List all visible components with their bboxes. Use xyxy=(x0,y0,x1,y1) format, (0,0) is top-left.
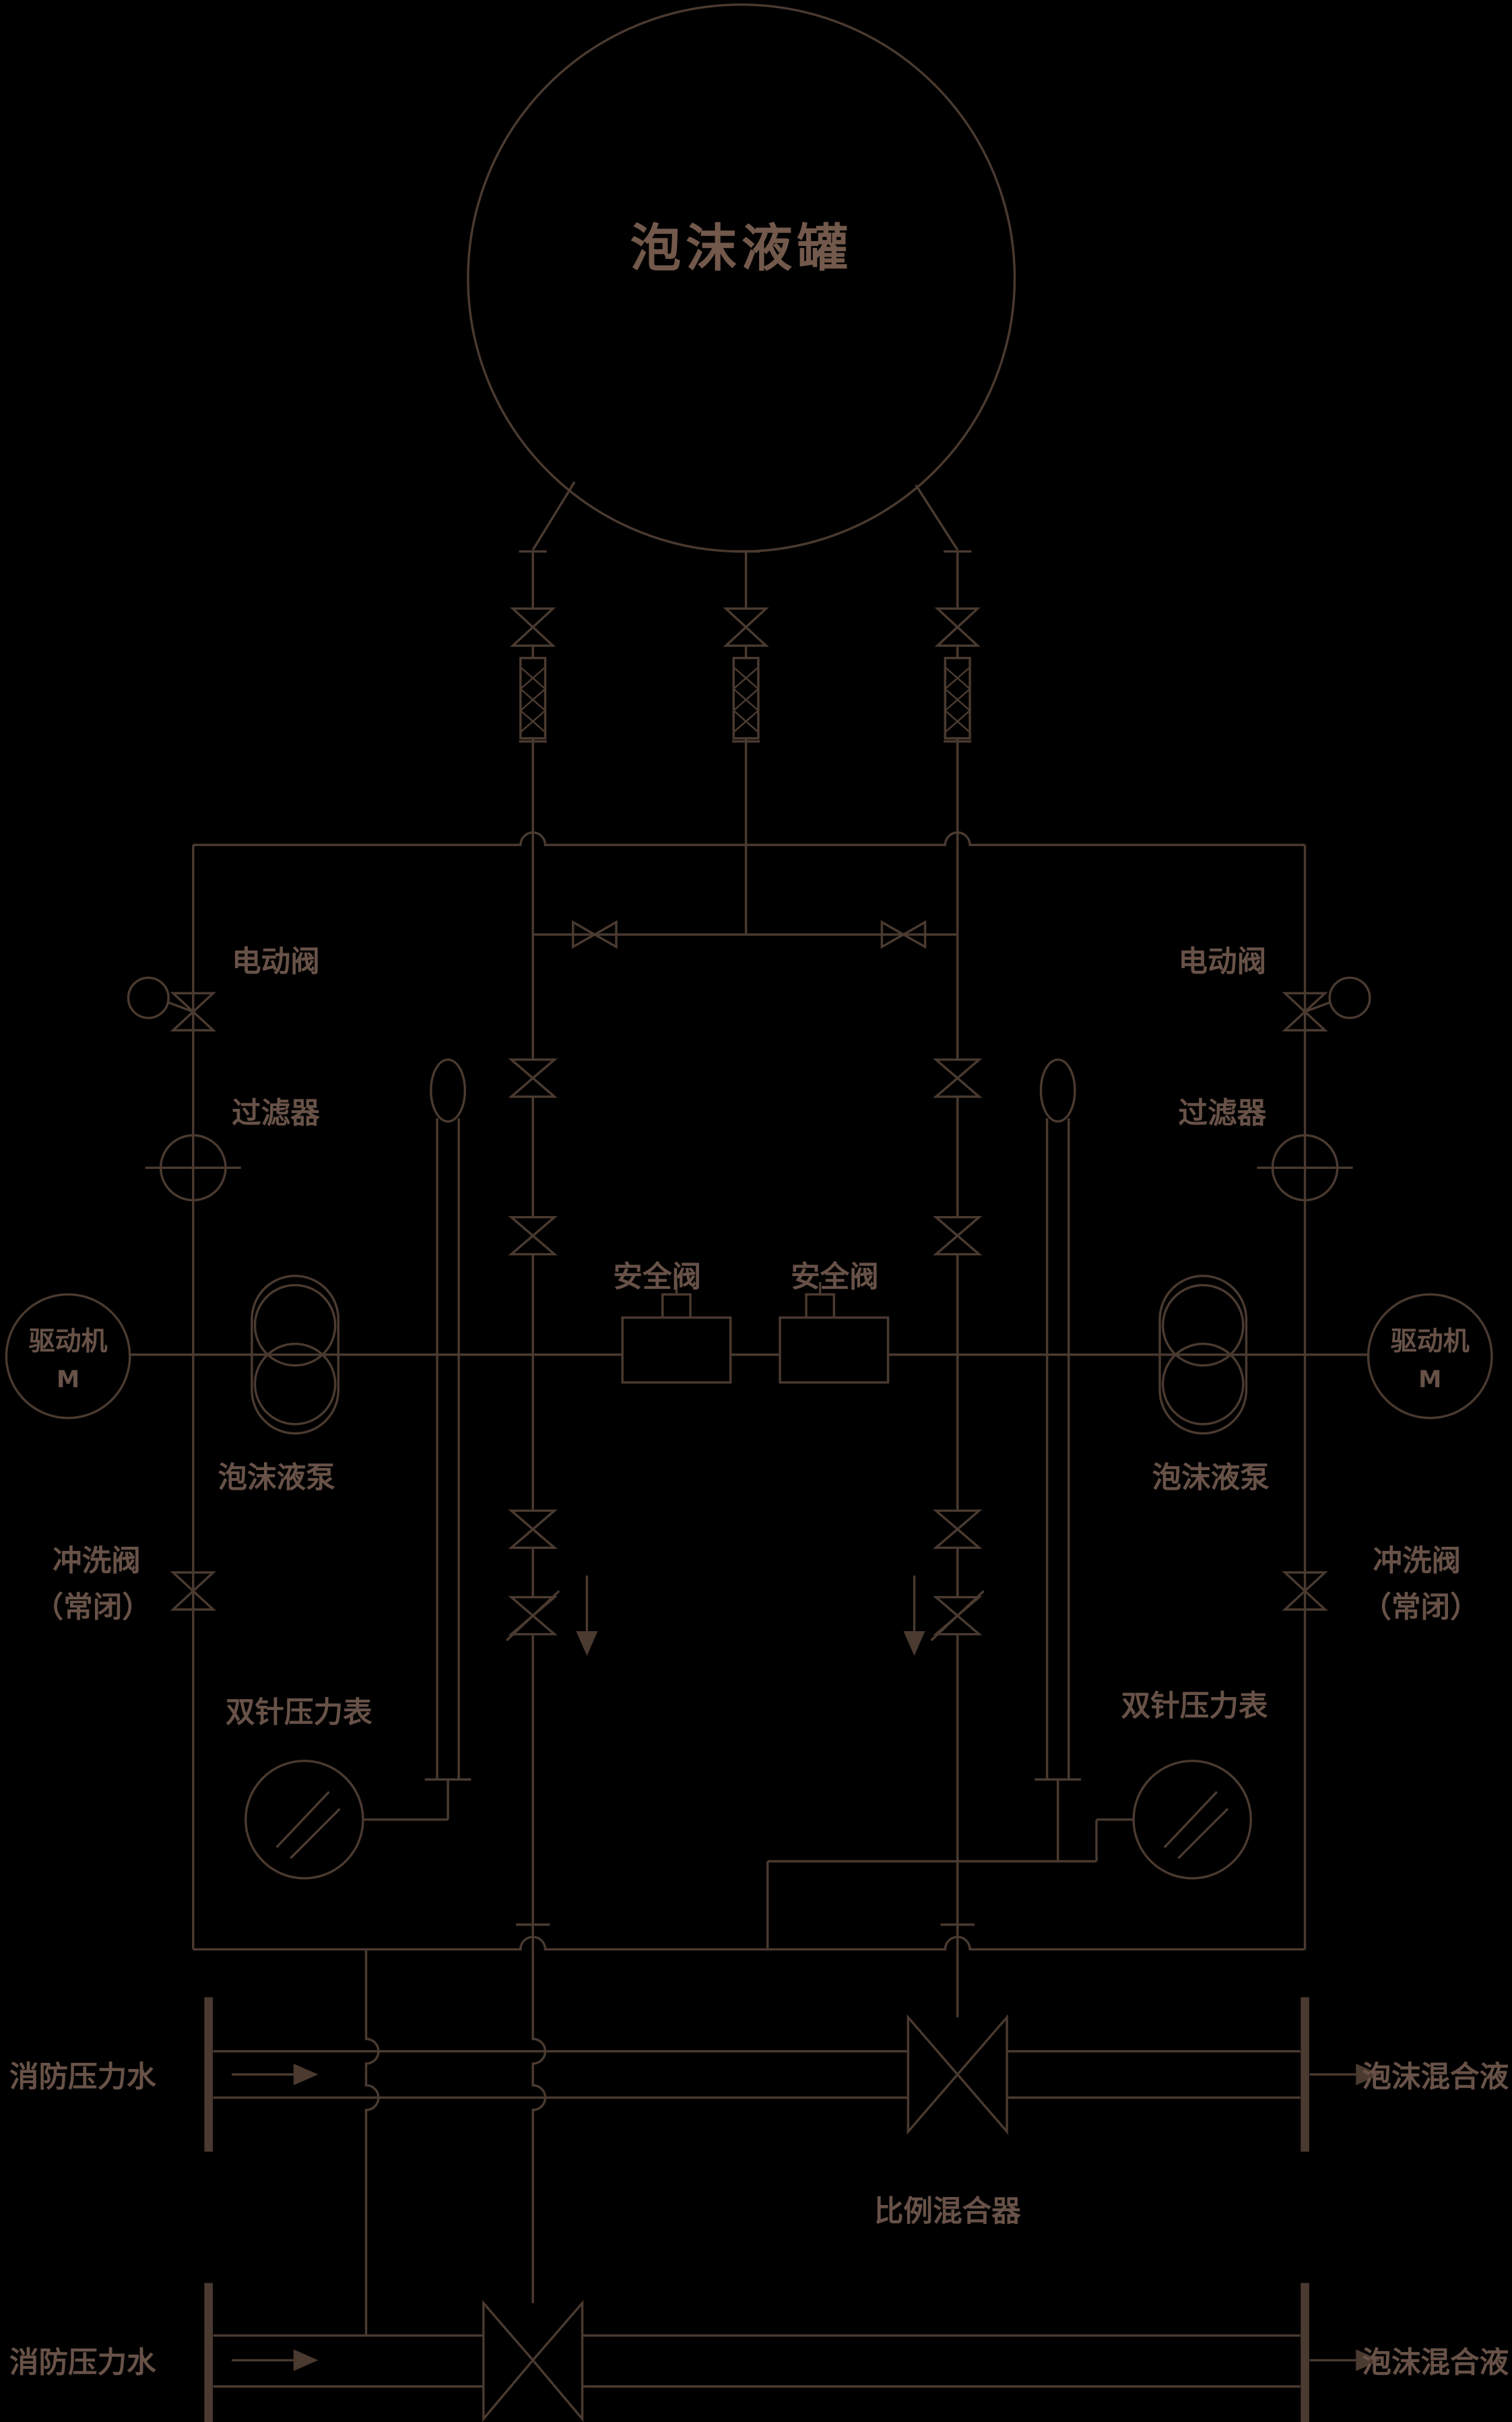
bypass-line xyxy=(364,1949,380,2336)
arrow-right-icon xyxy=(293,2064,319,2086)
foam-tank: 泡沫液罐 xyxy=(467,3,1016,553)
flow-arrow-right xyxy=(1309,2349,1381,2371)
gate-valve-symbol xyxy=(932,1058,983,1080)
riser-pipe-left xyxy=(363,1058,471,1821)
gate-valve-symbol xyxy=(508,1215,558,1238)
check-valve-symbol xyxy=(506,1590,560,1642)
foam-outlet-label-bottom: 泡沫混合液 xyxy=(1362,2347,1509,2380)
water-inlet-label-top: 消防压力水 xyxy=(9,2060,156,2094)
tank-label: 泡沫液罐 xyxy=(630,218,853,278)
motor-left: 驱动机 M xyxy=(5,1293,131,1420)
check-valve-symbol xyxy=(572,920,618,949)
flow-arrow-down-right xyxy=(903,1575,925,1656)
flush-valve-label-left-2: （常闭） xyxy=(34,1591,152,1624)
arrow-right-icon xyxy=(1356,2349,1381,2371)
arrow-down-icon xyxy=(576,1631,598,1656)
actuator-circle xyxy=(1328,976,1371,1019)
check-valve-symbol xyxy=(880,920,927,949)
pump-label-right: 泡沫液泵 xyxy=(1152,1461,1270,1495)
electric-valve-label-right: 电动阀 xyxy=(1179,945,1267,979)
flush-valve-left xyxy=(170,1571,217,1611)
pressure-gauge-left xyxy=(244,1759,364,1880)
safety-valve-left xyxy=(621,1281,732,1384)
flex-connector-symbol xyxy=(519,656,547,740)
water-inlet-label-bottom: 消防压力水 xyxy=(9,2347,156,2380)
actuator-circle xyxy=(127,976,170,1019)
tank-outlet-middle xyxy=(723,550,769,846)
foam-pump-left xyxy=(251,1275,340,1435)
gate-valve-symbol xyxy=(934,607,981,629)
filter-right xyxy=(1257,1134,1353,1202)
pump-label-left: 泡沫液泵 xyxy=(218,1461,335,1495)
arrow-right-icon xyxy=(293,2349,319,2371)
motor-label-right: 驱动机 xyxy=(1391,1327,1470,1357)
flush-valve-label-right-1: 冲洗阀 xyxy=(1373,1545,1461,1579)
gate-valve-symbol xyxy=(932,1509,983,1531)
flow-arrow-down-left xyxy=(576,1575,598,1656)
gate-valve-symbol xyxy=(723,607,769,629)
train-left xyxy=(506,845,560,2303)
proportioner-symbol xyxy=(907,2014,1008,2135)
flex-connector-symbol xyxy=(944,656,971,740)
filter-label-right: 过滤器 xyxy=(1179,1097,1267,1130)
tank-outlet-right xyxy=(915,484,981,846)
motor-letter-left: M xyxy=(57,1366,79,1393)
frame-bottom-pipe xyxy=(193,1936,1305,1951)
flex-connector-symbol xyxy=(732,656,760,740)
frame-top-pipe xyxy=(193,831,1305,846)
train-right xyxy=(930,845,985,2018)
flow-arrow-right xyxy=(232,2349,319,2371)
equipment-frame xyxy=(192,831,1307,1951)
gate-valve-symbol xyxy=(508,1058,558,1080)
foam-outlet-label-top: 泡沫混合液 xyxy=(1362,2060,1509,2094)
gate-valve-symbol xyxy=(932,1215,983,1238)
flow-arrow-right xyxy=(1309,2064,1381,2086)
motor-right: 驱动机 M xyxy=(1367,1293,1493,1420)
check-valve-symbol xyxy=(930,1590,985,1642)
mixer-label: 比例混合器 xyxy=(874,2195,1021,2229)
proportioner-pipe-top xyxy=(204,1997,1381,2152)
safety-valve-label-right: 安全阀 xyxy=(791,1261,879,1294)
crossover-line xyxy=(533,845,958,949)
proportioner-pipe-bottom xyxy=(204,2283,1381,2422)
electric-valve-left xyxy=(127,976,217,1031)
riser-pipe-right xyxy=(1034,1058,1082,1861)
arrow-down-icon xyxy=(903,1631,925,1656)
gate-valve-symbol xyxy=(509,607,556,629)
tank-outlet-left xyxy=(509,481,576,846)
pressure-gauge-right xyxy=(766,1759,1253,1950)
electric-valve-right xyxy=(1282,976,1371,1031)
gate-valve-symbol xyxy=(508,1509,558,1531)
filter-label-left: 过滤器 xyxy=(232,1097,320,1130)
gauge-label-right: 双针压力表 xyxy=(1121,1690,1268,1723)
tank-shell xyxy=(467,3,1016,553)
arrow-right-icon xyxy=(1356,2064,1381,2086)
electric-valve-label-left: 电动阀 xyxy=(232,945,320,979)
flush-valve-label-right-2: （常闭） xyxy=(1362,1591,1479,1624)
proportioner-symbol xyxy=(482,2299,584,2422)
flush-valve-label-left-1: 冲洗阀 xyxy=(53,1545,141,1579)
gauge-label-left: 双针压力表 xyxy=(226,1696,372,1729)
motor-label-left: 驱动机 xyxy=(29,1327,108,1357)
filter-left xyxy=(145,1134,241,1202)
safety-valve-label-left: 安全阀 xyxy=(613,1261,701,1294)
motor-letter-right: M xyxy=(1418,1366,1441,1393)
safety-valve-right xyxy=(779,1281,890,1384)
foam-pump-right xyxy=(1158,1275,1248,1435)
flow-arrow-right xyxy=(232,2064,319,2086)
flush-valve-right xyxy=(1282,1571,1328,1611)
